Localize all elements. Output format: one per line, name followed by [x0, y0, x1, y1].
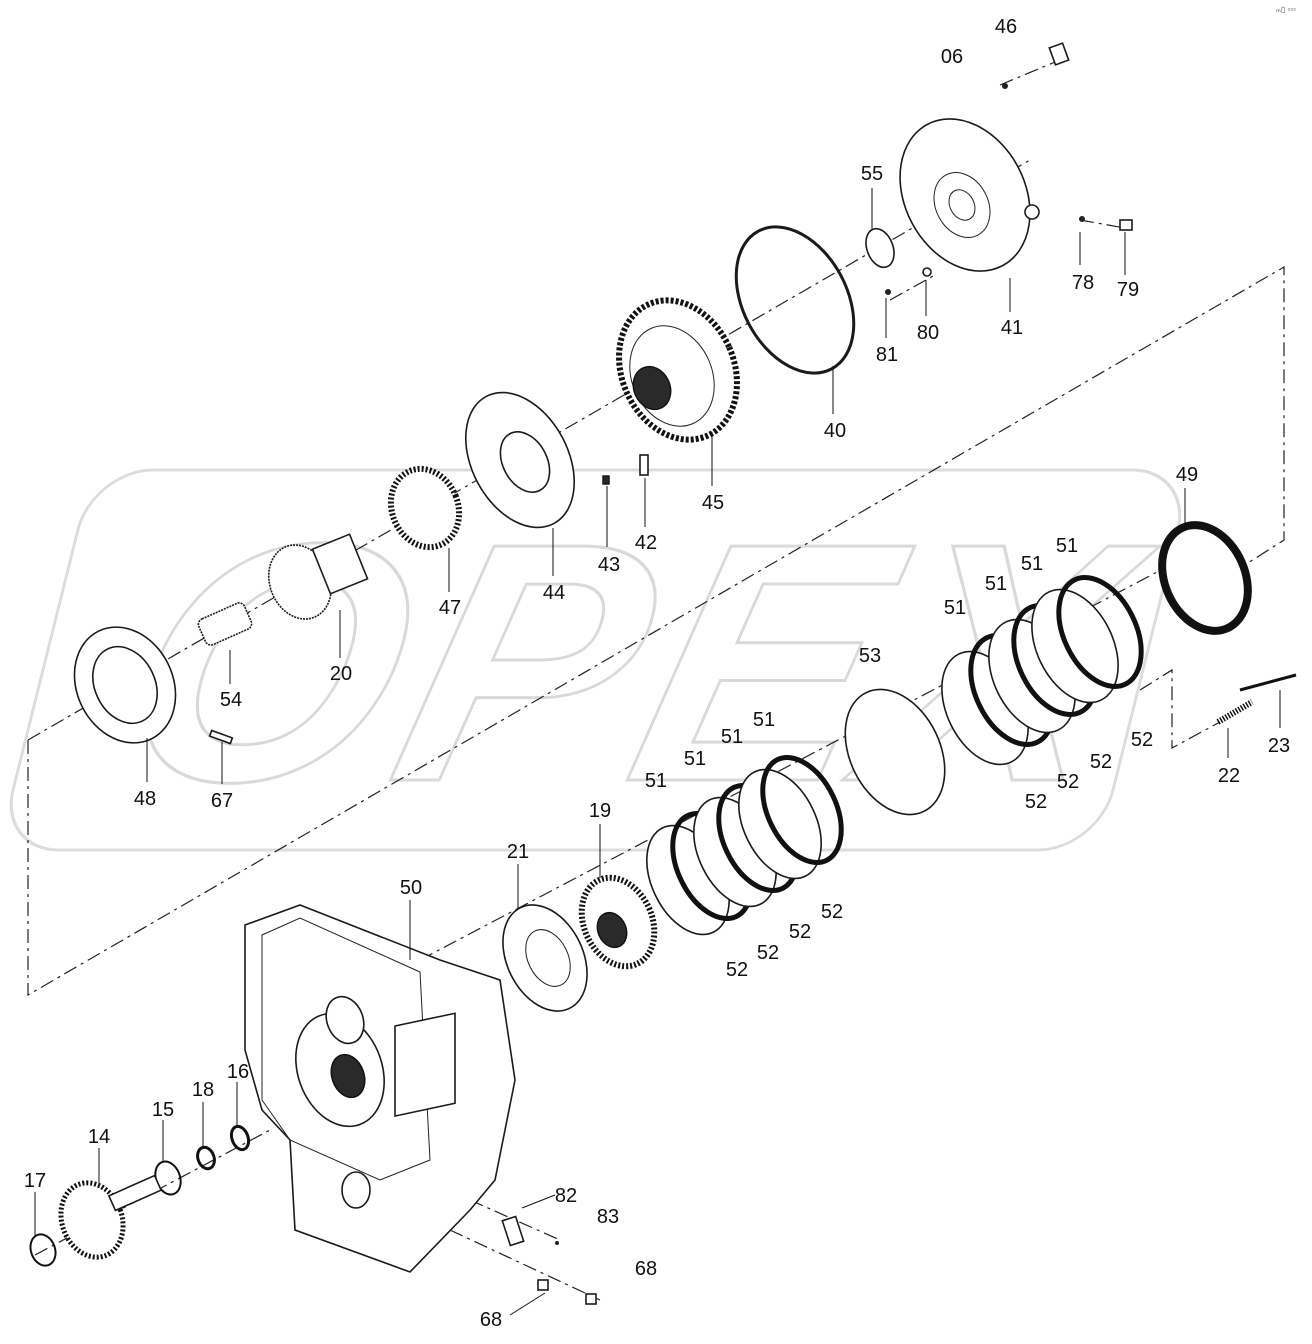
label-15: 15 — [152, 1099, 174, 1121]
part-68-plug-right — [585, 1293, 597, 1305]
label-81: 81 — [876, 344, 898, 366]
label-51-3: 51 — [1021, 553, 1043, 575]
label-46: 46 — [995, 16, 1017, 38]
label-40: 40 — [824, 420, 846, 442]
label-67: 67 — [211, 790, 233, 812]
label-68-left: 68 — [480, 1309, 502, 1331]
corner-mark: ₘ▯ ▫▫▫ — [1276, 5, 1296, 14]
part-labels: 46 06 55 78 79 41 80 81 40 45 42 43 44 4… — [24, 16, 1290, 1331]
label-51-4: 51 — [1056, 535, 1078, 557]
label-79: 79 — [1117, 279, 1139, 301]
label-22: 22 — [1218, 765, 1240, 787]
part-54-shaft — [197, 602, 253, 646]
part-42-bolt — [639, 454, 649, 476]
label-50: 50 — [400, 877, 422, 899]
label-41: 41 — [1001, 317, 1023, 339]
label-52-5: 52 — [821, 901, 843, 923]
part-80-ring — [922, 267, 932, 277]
part-44-plate — [464, 391, 576, 529]
label-23: 23 — [1268, 735, 1290, 757]
label-68-right: 68 — [635, 1258, 657, 1280]
part-18-bearing — [196, 1145, 216, 1171]
label-52-6: 52 — [789, 921, 811, 943]
part-55-seal — [865, 227, 895, 269]
upper-clutch-pack — [941, 575, 1144, 766]
part-81-washer — [885, 289, 891, 295]
label-51-6: 51 — [684, 748, 706, 770]
part-14-input-gear-shaft — [58, 1174, 163, 1260]
label-43: 43 — [598, 554, 620, 576]
label-52-2: 52 — [1090, 751, 1112, 773]
part-82-plate — [501, 1215, 525, 1247]
label-44: 44 — [543, 582, 565, 604]
part-43-nut — [602, 475, 610, 485]
label-82: 82 — [555, 1185, 577, 1207]
label-16: 16 — [227, 1061, 249, 1083]
label-51-5: 51 — [645, 770, 667, 792]
part-49-seal — [1158, 521, 1252, 635]
label-21: 21 — [507, 841, 529, 863]
part-79-plug — [1119, 219, 1133, 231]
label-47: 47 — [439, 597, 461, 619]
label-17: 17 — [24, 1170, 46, 1192]
part-22-spring — [1216, 699, 1254, 725]
label-78: 78 — [1072, 272, 1094, 294]
label-52-4: 52 — [1025, 791, 1047, 813]
label-51-8: 51 — [753, 709, 775, 731]
part-67-pin — [208, 729, 234, 745]
label-42: 42 — [635, 532, 657, 554]
label-51-1: 51 — [944, 597, 966, 619]
part-53-piston — [844, 688, 946, 816]
lower-clutch-pack — [646, 755, 844, 936]
label-06: 06 — [941, 46, 963, 68]
label-48: 48 — [134, 788, 156, 810]
part-45-gear — [616, 297, 740, 443]
label-19: 19 — [589, 800, 611, 822]
label-51-2: 51 — [985, 573, 1007, 595]
part-20-carrier — [267, 533, 369, 620]
part-83-ball — [555, 1241, 559, 1245]
part-06-washer — [1002, 83, 1008, 89]
label-52-7: 52 — [757, 942, 779, 964]
label-54: 54 — [220, 689, 242, 711]
label-45: 45 — [702, 492, 724, 514]
part-78-washer — [1079, 216, 1085, 222]
label-51-7: 51 — [721, 726, 743, 748]
label-55: 55 — [861, 163, 883, 185]
label-52-8: 52 — [726, 959, 748, 981]
part-17-circlip — [29, 1233, 57, 1267]
part-47-ring-gear — [387, 465, 463, 551]
part-40-gasket — [734, 225, 856, 375]
leader-lines — [34, 188, 1281, 1316]
label-52-1: 52 — [1131, 729, 1153, 751]
label-18: 18 — [192, 1079, 214, 1101]
part-46-bolt — [1048, 42, 1070, 66]
part-23-pin — [1239, 673, 1297, 692]
label-52-3: 52 — [1057, 771, 1079, 793]
label-49: 49 — [1176, 464, 1198, 486]
part-19-hub — [578, 874, 658, 970]
label-53: 53 — [859, 645, 881, 667]
part-21-disc — [502, 904, 588, 1012]
label-80: 80 — [917, 322, 939, 344]
part-48-bearing-housing — [73, 626, 177, 744]
part-41-cover — [899, 118, 1040, 272]
part-16-ring — [229, 1124, 251, 1152]
label-83: 83 — [597, 1206, 619, 1228]
part-50-transmission-housing — [244, 904, 516, 1273]
label-20: 20 — [330, 663, 352, 685]
part-68-plug-left — [537, 1279, 549, 1291]
label-14: 14 — [88, 1126, 110, 1148]
